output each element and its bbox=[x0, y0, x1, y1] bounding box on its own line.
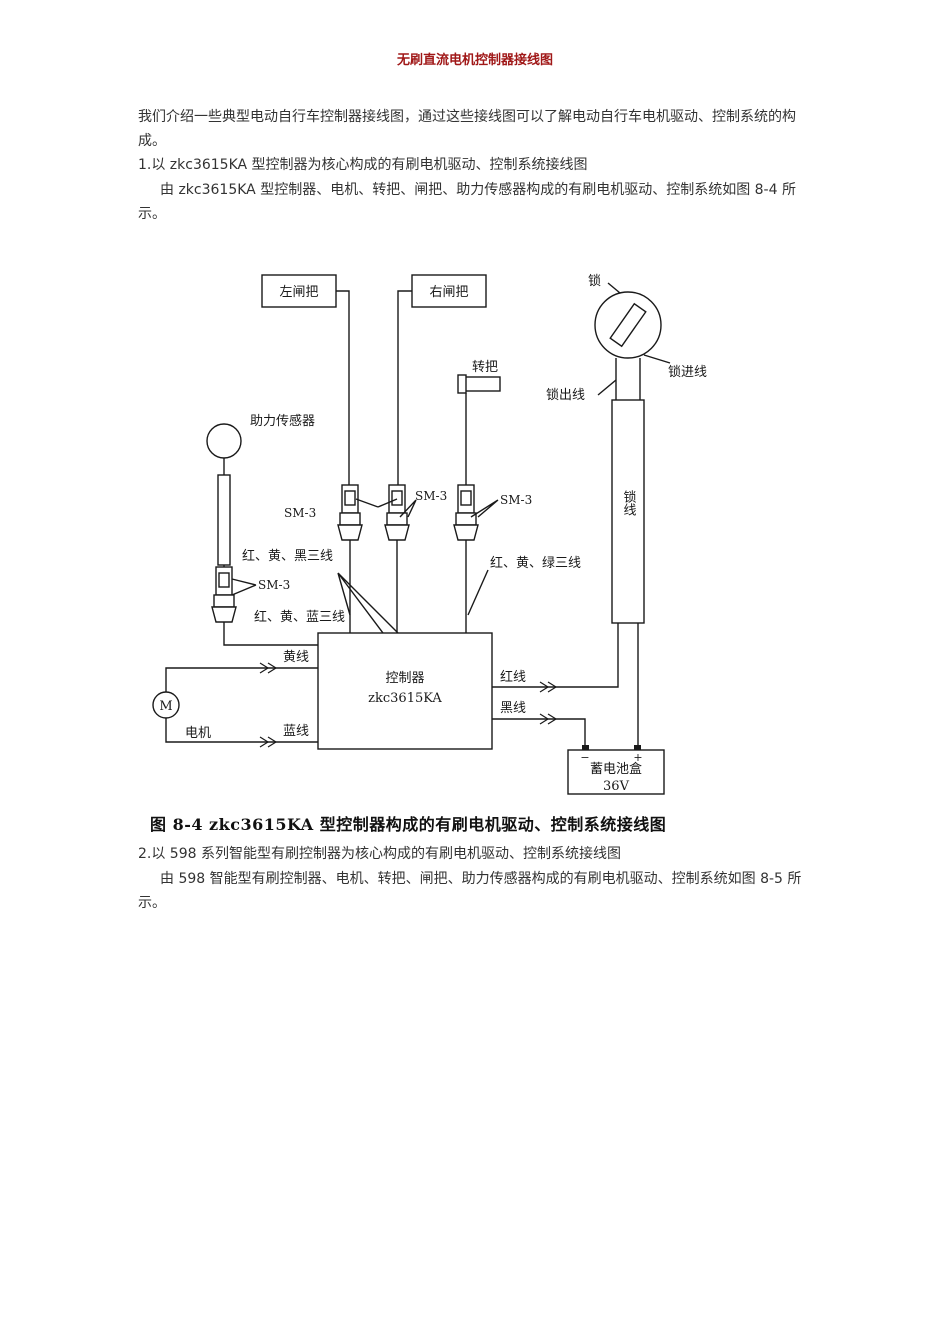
sm3-label-middle: SM-3 bbox=[415, 489, 447, 503]
lock-label: 锁 bbox=[588, 273, 601, 289]
sm3-label-assist: SM-3 bbox=[258, 578, 290, 592]
intro-paragraph: 我们介绍一些典型电动自行车控制器接线图，通过这些接线图可以了解电动自行车电机驱动… bbox=[138, 109, 796, 149]
figure-caption: 图 8-4 zkc3615KA 型控制器构成的有刷电机驱动、控制系统接线图 bbox=[150, 815, 667, 834]
section2-heading: 2.以 598 系列智能型有刷控制器为核心构成的有刷电机驱动、控制系统接线图 bbox=[138, 846, 621, 862]
left-brake-box bbox=[261, 274, 337, 308]
sm3-connector-right-brake bbox=[384, 484, 410, 541]
wiring-diagram: 左闸把 右闸把 转把 锁 锁进线 锁出线 锁线 助力传感器 SM-3 SM-3 … bbox=[152, 273, 707, 795]
blue-wire-label: 蓝线 bbox=[283, 724, 309, 739]
red-wire-arrow bbox=[539, 681, 558, 693]
lock-out-label: 锁出线 bbox=[546, 387, 585, 403]
sm3-label-right: SM-3 bbox=[500, 493, 532, 507]
sm3-connector-throttle bbox=[453, 484, 479, 541]
blue-wire-arrow bbox=[259, 736, 278, 748]
section1-paragraph: 由 zkc3615KA 型控制器、电机、转把、闸把、助力传感器构成的有刷电机驱动… bbox=[138, 182, 796, 222]
document-title: 无刷直流电机控制器接线图 bbox=[396, 53, 553, 68]
black-wire-label: 黑线 bbox=[500, 701, 526, 716]
lock-wire-tube bbox=[611, 399, 645, 624]
right-brake-wire bbox=[397, 290, 412, 485]
wires-ryg-green-label: 红、黄、绿三线 bbox=[490, 555, 581, 571]
assist-sensor-cable bbox=[217, 474, 231, 566]
section2-paragraph: 由 598 智能型有刷控制器、电机、转把、闸把、助力传感器构成的有刷电机驱动、控… bbox=[138, 871, 802, 911]
motor-label: 电机 bbox=[185, 726, 211, 741]
left-brake-label: 左闸把 bbox=[279, 285, 318, 300]
controller-name-label: 控制器 bbox=[385, 671, 424, 686]
yellow-wire-arrow bbox=[259, 662, 278, 674]
battery-label: 蓄电池盒 bbox=[590, 761, 642, 777]
lock-in-label: 锁进线 bbox=[668, 364, 707, 380]
yellow-wire-label: 黄线 bbox=[283, 650, 309, 665]
battery-voltage-label: 36V bbox=[603, 779, 630, 794]
assist-sensor-label: 助力传感器 bbox=[250, 413, 315, 429]
throttle-grip bbox=[461, 376, 501, 392]
motor-letter: M bbox=[159, 699, 172, 714]
battery-minus-label: − bbox=[580, 751, 589, 764]
throttle-label: 转把 bbox=[472, 360, 498, 375]
sm3-connector-assist bbox=[211, 566, 237, 623]
section1-heading: 1.以 zkc3615KA 型控制器为核心构成的有刷电机驱动、控制系统接线图 bbox=[138, 157, 588, 173]
wires-rgb-black-label: 红、黄、黑三线 bbox=[242, 548, 333, 564]
assist-sensor-circle bbox=[206, 423, 242, 459]
left-brake-wire bbox=[336, 290, 350, 485]
right-brake-box bbox=[411, 274, 487, 308]
red-wire-label: 红线 bbox=[500, 669, 526, 685]
sm3-connector-left-brake bbox=[337, 484, 363, 541]
battery-box bbox=[567, 749, 665, 795]
battery-plus-label: + bbox=[633, 751, 642, 764]
controller-model-label: zkc3615KA bbox=[368, 691, 442, 706]
lock-wire-label: 锁线 bbox=[621, 489, 637, 516]
wires-ryb-blue-label: 红、黄、蓝三线 bbox=[254, 609, 345, 625]
sm3-label-left: SM-3 bbox=[284, 506, 316, 520]
right-brake-label: 右闸把 bbox=[429, 285, 468, 300]
controller-box bbox=[317, 632, 493, 750]
black-wire-arrow bbox=[539, 713, 558, 725]
